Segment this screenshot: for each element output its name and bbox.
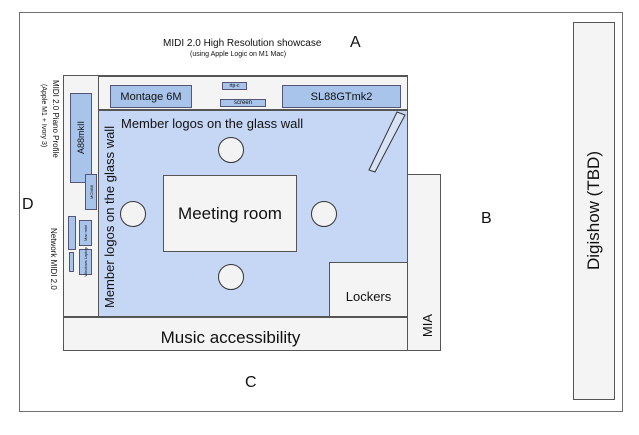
zone-label-a: A bbox=[350, 34, 361, 51]
a88-keyboard: A88mkII bbox=[70, 93, 92, 183]
member-logos-top-label: Member logos on the glass wall bbox=[121, 116, 304, 131]
music-accessibility-label: Music accessibility bbox=[160, 328, 301, 347]
screen: screen bbox=[220, 99, 266, 107]
mcm88-label: MCM88 bbox=[88, 184, 94, 199]
zone-label-d: D bbox=[22, 196, 34, 213]
mia-label: MIA bbox=[420, 314, 435, 338]
member-logos-left-label: Member logos on the glass wall bbox=[102, 125, 117, 308]
table-bottom bbox=[218, 264, 244, 290]
table-right bbox=[311, 201, 337, 227]
table-top bbox=[218, 137, 244, 163]
sl88-keyboard: SL88GTmk2 bbox=[282, 85, 401, 108]
lockers-label: Lockers bbox=[345, 289, 392, 304]
zone-label-c: C bbox=[245, 374, 257, 391]
mac-mini-label: Mac mini bbox=[83, 224, 88, 241]
left-small-cable bbox=[69, 252, 74, 272]
digishow-label: Digishow (TBD) bbox=[584, 151, 603, 271]
windows-laptop-device: Windows Laptop bbox=[79, 247, 92, 277]
piano-profile-label: MIDI 2.0 Piano Profile bbox=[51, 80, 60, 158]
zone-label-b: B bbox=[481, 210, 492, 227]
mcm88-device: MCM88 bbox=[85, 174, 97, 210]
table-left bbox=[120, 201, 146, 227]
music-accessibility-area: Music accessibility bbox=[63, 317, 408, 351]
showcase-subtitle: (using Apple Logic on M1 Mac) bbox=[190, 51, 287, 58]
digishow-area: Digishow (TBD) bbox=[573, 22, 615, 400]
lockers: Lockers bbox=[329, 262, 408, 317]
network-midi-label: Network MIDI 2.0 bbox=[49, 228, 58, 290]
a88-label: A88mkII bbox=[76, 121, 86, 155]
mac-mini-device: Mac mini bbox=[79, 220, 92, 246]
showcase-title: MIDI 2.0 High Resolution showcase bbox=[163, 38, 322, 49]
meeting-room-label: Meeting room bbox=[178, 203, 282, 223]
windows-laptop-label: Windows Laptop bbox=[83, 247, 88, 277]
montage-keyboard: Montage 6M bbox=[110, 85, 192, 108]
piano-profile-sublabel: (Apple M1 + Ivory 3) bbox=[40, 84, 47, 148]
left-small-device bbox=[68, 216, 76, 250]
glass-panel-diagonal bbox=[368, 111, 406, 173]
meeting-room: Meeting room bbox=[163, 175, 297, 252]
rtp-device: rtp-c bbox=[222, 82, 247, 90]
